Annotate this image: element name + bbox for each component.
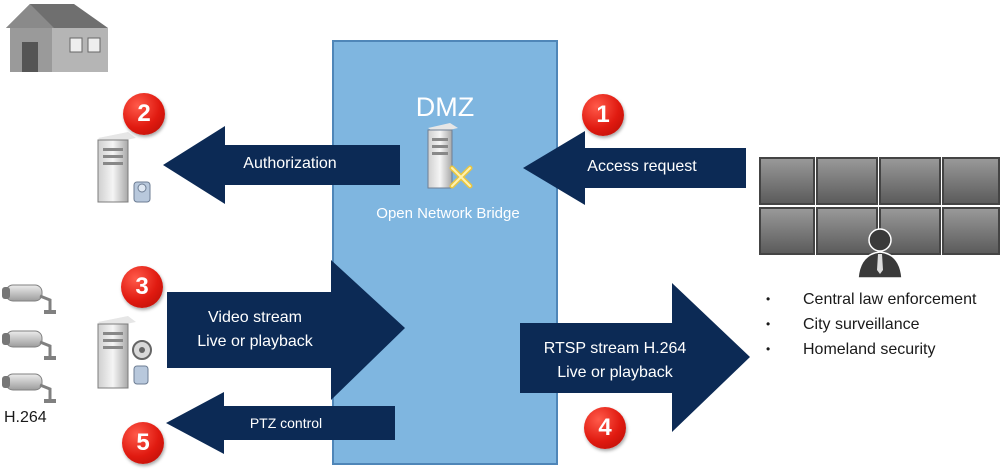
step-badge-5: 5 bbox=[122, 422, 164, 464]
camera-icon bbox=[2, 373, 56, 403]
house-icon bbox=[6, 4, 108, 72]
step-badge-2: 2 bbox=[123, 93, 165, 135]
step-badge-4: 4 bbox=[584, 407, 626, 449]
list-item: City surveillance bbox=[766, 312, 976, 337]
video-stream-sub-label: Live or playback bbox=[197, 333, 313, 350]
authorization-label: Authorization bbox=[243, 155, 337, 172]
video-stream-label: Video stream bbox=[208, 309, 302, 326]
recording-server-icon bbox=[97, 316, 152, 389]
bridge-server-icon bbox=[427, 123, 473, 189]
operator-icon bbox=[857, 228, 903, 279]
camera-icon bbox=[2, 330, 56, 360]
step-badge-1: 1 bbox=[582, 94, 624, 136]
ptz-control-label: PTZ control bbox=[249, 415, 323, 431]
step-badge-3: 3 bbox=[121, 266, 163, 308]
list-item: Homeland security bbox=[766, 337, 976, 362]
dmz-title: DMZ bbox=[415, 92, 475, 122]
camera-label: H.264 bbox=[4, 409, 47, 426]
camera-icon bbox=[2, 284, 56, 314]
use-case-list: Central law enforcement City surveillanc… bbox=[766, 287, 976, 362]
video-wall-icon bbox=[759, 157, 1000, 255]
ptz-control-arrow bbox=[166, 392, 395, 454]
list-item: Central law enforcement bbox=[766, 287, 976, 312]
rtsp-stream-sub-label: Live or playback bbox=[557, 364, 673, 381]
access-request-arrow bbox=[523, 131, 746, 205]
rtsp-stream-label: RTSP stream H.264 bbox=[543, 340, 687, 357]
server-icon bbox=[97, 132, 151, 203]
video-stream-arrow bbox=[167, 260, 405, 400]
bridge-label: Open Network Bridge bbox=[376, 205, 520, 222]
authorization-arrow bbox=[163, 126, 400, 204]
dmz-zone bbox=[332, 40, 558, 465]
rtsp-stream-arrow bbox=[520, 283, 750, 432]
access-request-label: Access request bbox=[587, 158, 697, 175]
